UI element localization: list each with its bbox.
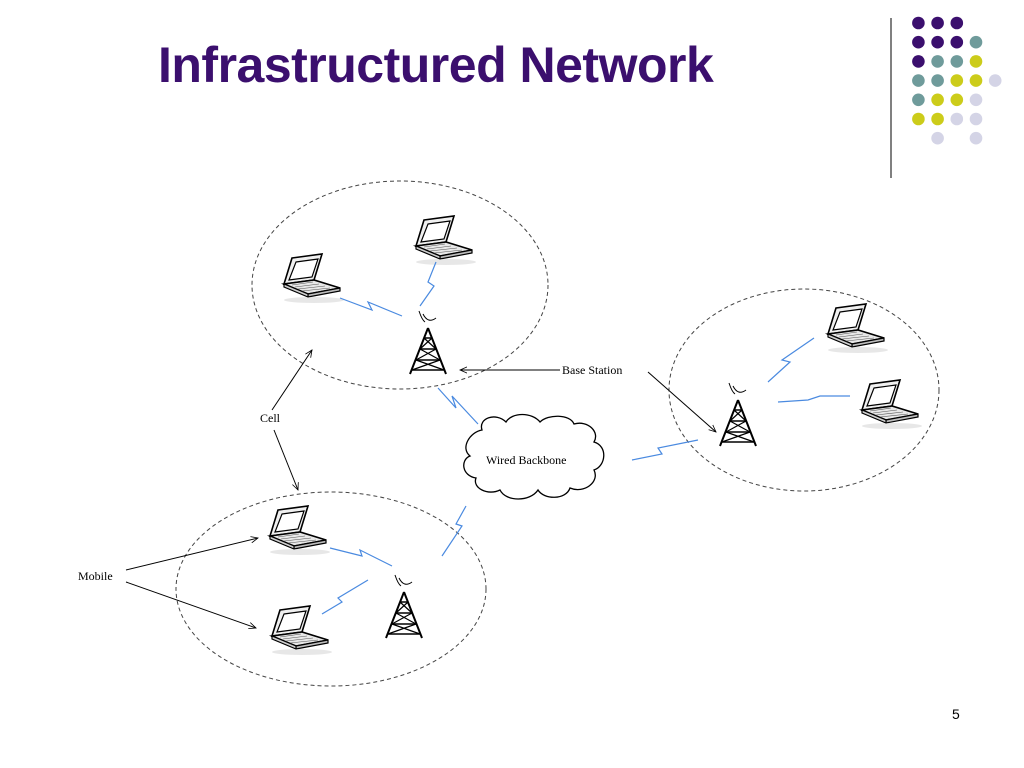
- tower-icon: [385, 574, 423, 639]
- page-number: 5: [952, 706, 960, 722]
- label-cell: Cell: [260, 411, 281, 425]
- cell-bottom: [175, 491, 487, 687]
- label-mobile: Mobile: [78, 569, 113, 583]
- cell-top: [251, 180, 549, 390]
- laptop-icon: [269, 505, 331, 556]
- slide-title: Infrastructured Network: [158, 37, 714, 93]
- laptop-icon: [861, 379, 923, 430]
- label-base-station: Base Station: [562, 363, 622, 377]
- cell-right: [668, 288, 940, 492]
- tower-icon: [719, 382, 757, 447]
- radio-links: [321, 261, 850, 615]
- laptop-icon: [415, 215, 477, 266]
- laptop-icon: [283, 253, 345, 304]
- cloud-icon: [463, 413, 605, 500]
- laptop-icon: [827, 303, 889, 354]
- tower-icon: [409, 310, 447, 375]
- label-wired-backbone: Wired Backbone: [486, 453, 566, 467]
